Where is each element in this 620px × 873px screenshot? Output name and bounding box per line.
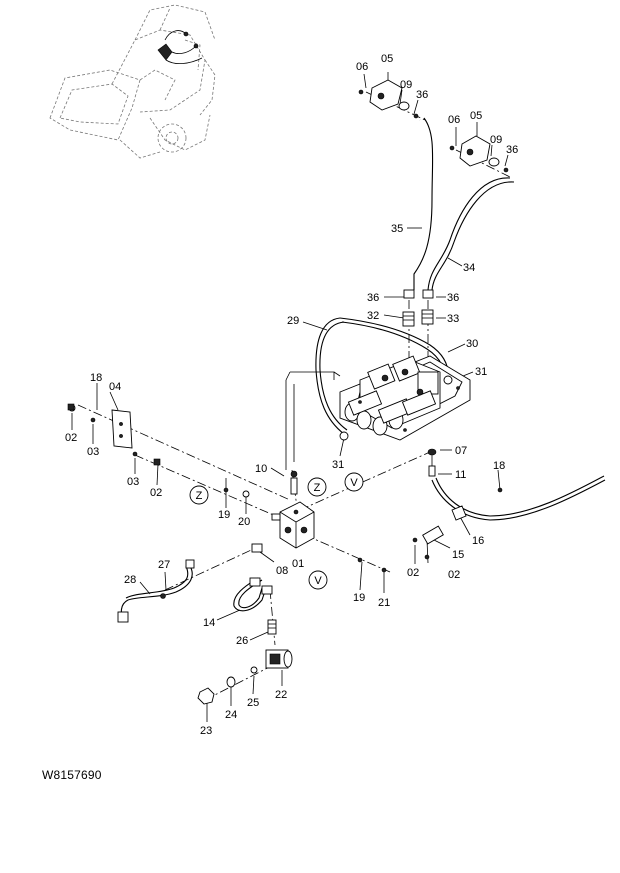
part-callout: 31 [475,366,487,378]
part-callout: 05 [470,110,482,122]
view-markers: Z V Z V [189,472,364,590]
part-callout: 20 [238,516,250,528]
hoses [120,117,606,621]
part-callout: 02 [65,432,77,444]
part-callout: 04 [109,381,121,393]
part-callout: 36 [367,292,379,304]
part-callout: 08 [276,565,288,577]
pilot-manifold [223,470,387,573]
part-callout: 33 [447,313,459,325]
part-callout: 03 [127,476,139,488]
part-callout: 30 [466,338,478,350]
part-callout: 32 [367,310,379,322]
part-callout: 24 [225,709,237,721]
view-marker-z-left-label: Z [196,490,203,502]
part-callout: 11 [455,469,466,481]
part-callout: 21 [378,597,390,609]
return-fittings [412,448,503,560]
view-marker-v-bottom: V [308,570,328,590]
part-callout: 26 [236,635,248,647]
part-callout: 36 [447,292,459,304]
part-callout: 02 [150,487,162,499]
view-marker-z-center-label: Z [314,482,321,494]
pilot-line-parts [117,559,293,705]
part-callout: 19 [353,592,365,604]
part-callout: 36 [416,89,428,101]
part-callout: 18 [90,372,102,384]
part-callout: 29 [287,315,299,327]
part-callout: 22 [275,689,287,701]
part-callout: 09 [400,79,412,91]
part-callout: 09 [490,134,502,146]
part-callout: 36 [506,144,518,156]
part-callout: 15 [452,549,464,561]
view-marker-v-top: V [344,472,364,492]
view-marker-v-top-label: V [350,477,358,489]
part-callout: 16 [472,535,484,547]
part-callout: 35 [391,223,403,235]
part-callout: 02 [407,567,419,579]
part-callout: 27 [158,559,170,571]
view-marker-z-center: Z [307,477,327,497]
hose-clamp-left [358,79,419,119]
part-callout: 19 [218,509,230,521]
part-callout: 06 [356,61,368,73]
part-callout: 10 [255,463,267,475]
part-callout: 23 [200,725,212,737]
part-callout: 05 [381,53,393,65]
part-callout: 01 [292,558,304,570]
part-callout: 31 [332,459,344,471]
loader-location-thumbnail [49,4,216,159]
part-callout: 18 [493,460,505,472]
hose-clamp-right [449,135,509,173]
figure-reference-code: W8157690 [42,768,102,782]
control-valve-assembly [285,355,471,470]
part-callout: 06 [448,114,460,126]
part-callout: 25 [247,697,259,709]
part-callout: 34 [463,262,475,274]
view-marker-z-left: Z [189,485,209,505]
part-callout: 28 [124,574,136,586]
part-number-callouts: 05 06 09 36 05 06 09 36 35 34 36 36 32 3… [65,53,518,737]
part-callout: 02 [448,569,460,581]
part-callout: 03 [87,446,99,458]
mounting-bracket [67,403,161,466]
part-callout: 07 [455,445,467,457]
adapter-fittings [402,289,434,327]
part-callout: 14 [203,617,215,629]
view-marker-v-bottom-label: V [314,575,322,587]
leader-lines [71,72,513,722]
